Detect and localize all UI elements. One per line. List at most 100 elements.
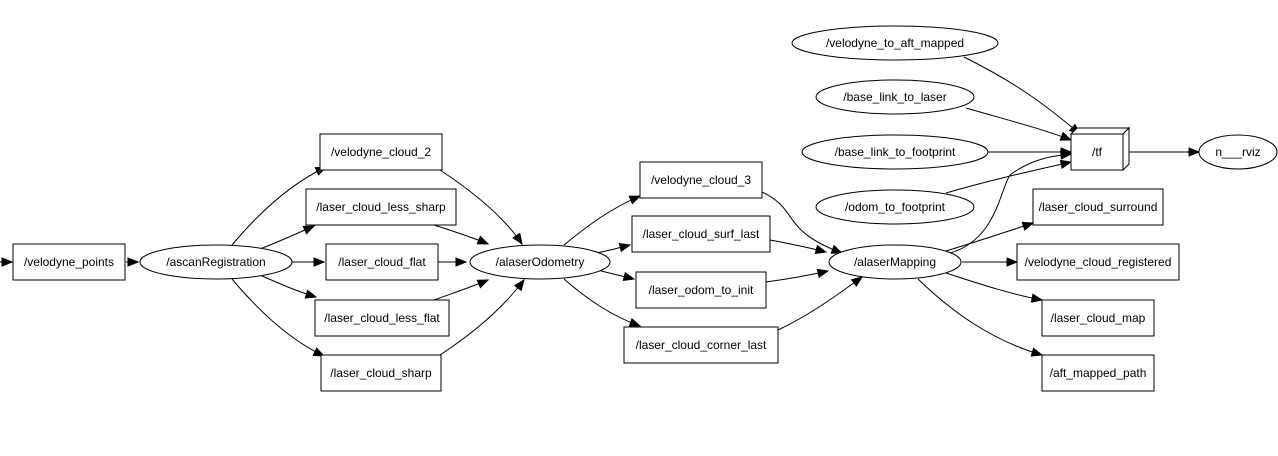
graph-node-laser_cloud_less_flat[interactable]: /laser_cloud_less_flat: [314, 299, 450, 337]
edge-laser_cloud_sharp-to-alaserOdometry: [439, 278, 525, 356]
arrowhead: [628, 195, 642, 205]
edge-laser_cloud_corner_last-to-alaserMapping: [777, 276, 864, 331]
graph-node-base_link_to_footprint[interactable]: /base_link_to_footprint: [801, 134, 989, 170]
graph-node-laser_odom_to_init[interactable]: /laser_odom_to_init: [635, 271, 767, 309]
graph-node-velodyne_cloud_2[interactable]: /velodyne_cloud_2: [319, 133, 443, 171]
edge-velodyne_cloud_2-to-alaserOdometry: [439, 169, 523, 246]
topic-box: [12, 243, 126, 281]
graph-node-laser_cloud_flat[interactable]: /laser_cloud_flat: [325, 243, 439, 281]
node-label: /velodyne_cloud_2: [331, 145, 431, 159]
node-label: /velodyne_cloud_registered: [1025, 255, 1172, 269]
tf-box-top: [1069, 127, 1131, 135]
arrowhead: [302, 225, 316, 235]
node-label: /base_link_to_footprint: [835, 145, 956, 159]
graph-node-laser_cloud_corner_last[interactable]: /laser_cloud_corner_last: [623, 326, 779, 364]
graph-node-tf[interactable]: /tf: [1069, 126, 1131, 172]
node-label: /laser_odom_to_init: [649, 283, 754, 297]
edge-base_link_to_footprint-to-tf: [988, 147, 1073, 157]
graph-node-laser_cloud_surf_last[interactable]: /laser_cloud_surf_last: [631, 215, 771, 253]
edge-laser_cloud_surf_last-to-alaserMapping: [769, 239, 828, 255]
edge-odom_to_footprint-to-tf: [945, 159, 1073, 194]
graph-node-alaserOdometry[interactable]: /alaserOdometry: [469, 244, 611, 280]
topic-box: [631, 215, 771, 253]
edge-line: [563, 278, 641, 327]
topic-box: [639, 161, 763, 199]
arrowhead: [1, 257, 14, 267]
edge-line: [231, 278, 325, 357]
graph-node-laser_cloud_sharp[interactable]: /laser_cloud_sharp: [320, 354, 442, 392]
arrowhead: [512, 232, 523, 246]
edge-alaserMapping-to-aft_mapped_path: [917, 278, 1044, 357]
graph-node-velodyne_cloud_3[interactable]: /velodyne_cloud_3: [639, 161, 763, 199]
topic-box: [319, 133, 443, 171]
topic-box: [1032, 188, 1164, 226]
node-label: /laser_cloud_less_sharp: [316, 200, 446, 214]
arrowhead: [628, 318, 642, 327]
node-label: /base_link_to_laser: [843, 90, 946, 104]
edge-alaserOdometry-to-laser_cloud_surf_last: [595, 242, 632, 254]
edge-line: [917, 278, 1043, 356]
node-ellipse: [1198, 134, 1278, 170]
node-ellipse: [139, 244, 293, 280]
arrowhead: [127, 257, 140, 267]
node-ellipse: [801, 134, 989, 170]
arrowhead: [1030, 347, 1044, 357]
arrowhead: [1030, 293, 1044, 303]
graph-node-velodyne_to_aft_mapped[interactable]: /velodyne_to_aft_mapped: [791, 25, 999, 61]
arrowhead: [304, 289, 318, 299]
arrowhead: [1060, 147, 1073, 157]
edge-ascanRegistration-to-laser_cloud_flat: [292, 257, 326, 267]
graph-node-velodyne_points[interactable]: /velodyne_points: [12, 243, 126, 281]
topic-box: [305, 188, 457, 226]
graph-node-ascanRegistration[interactable]: /ascanRegistration: [139, 244, 293, 280]
topic-box: [1041, 354, 1155, 392]
graph-node-odom_to_footprint[interactable]: /odom_to_footprint: [815, 189, 975, 225]
graph-node-laser_cloud_less_sharp[interactable]: /laser_cloud_less_sharp: [305, 188, 457, 226]
arrowhead: [622, 271, 636, 282]
node-label: /velodyne_cloud_3: [651, 173, 751, 187]
graph-node-aft_mapped_path[interactable]: /aft_mapped_path: [1041, 354, 1155, 392]
edge-base_link_to_laser-to-tf: [965, 107, 1073, 141]
graph-node-alaserMapping[interactable]: /alaserMapping: [828, 244, 962, 280]
edge-ascanRegistration-to-laser_cloud_sharp: [231, 278, 326, 357]
graph-node-velodyne_cloud_registered[interactable]: /velodyne_cloud_registered: [1016, 243, 1180, 281]
topic-box: [325, 243, 439, 281]
edge-line: [231, 166, 327, 246]
edge-line: [963, 56, 1081, 135]
edge-velodyne_to_aft_mapped-to-tf: [963, 56, 1082, 135]
topic-box: [314, 299, 450, 337]
graph-node-laser_cloud_surround[interactable]: /laser_cloud_surround: [1032, 188, 1164, 226]
topic-box: [1016, 243, 1180, 281]
edge-line: [761, 191, 843, 254]
arrowhead: [1006, 257, 1019, 267]
node-ellipse: [828, 244, 962, 280]
node-label: /laser_cloud_surround: [1039, 200, 1158, 214]
arrowhead: [1059, 159, 1073, 169]
arrowhead: [513, 278, 525, 292]
node-label: /aft_mapped_path: [1050, 366, 1147, 380]
edge-ascanRegistration-to-laser_cloud_less_sharp: [259, 225, 316, 250]
graph-node-base_link_to_laser[interactable]: /base_link_to_laser: [815, 79, 975, 115]
node-label: /velodyne_points: [24, 255, 114, 269]
arrowhead: [816, 268, 830, 278]
graph-node-laser_cloud_map[interactable]: /laser_cloud_map: [1041, 299, 1155, 337]
edge-ascanRegistration-to-laser_cloud_less_flat: [259, 274, 318, 299]
edge-source-to-velodyne_points: [0, 257, 14, 267]
node-label: /laser_cloud_sharp: [330, 366, 432, 380]
node-label: /laser_cloud_surf_last: [643, 227, 760, 241]
edge-alaserOdometry-to-laser_cloud_corner_last: [563, 278, 642, 327]
edge-laser_cloud_less_sharp-to-alaserOdometry: [433, 224, 490, 245]
node-label: /alaserMapping: [854, 255, 936, 269]
arrowhead: [814, 244, 828, 255]
edge-alaserOdometry-to-velodyne_cloud_3: [563, 195, 642, 246]
edge-line: [949, 153, 1072, 254]
node-ellipse: [815, 189, 975, 225]
arrowhead: [476, 279, 490, 289]
edge-laser_cloud_less_flat-to-alaserOdometry: [433, 279, 490, 301]
arrowhead: [1188, 147, 1201, 157]
graph-node-rviz[interactable]: n___rviz: [1198, 134, 1278, 170]
edge-velodyne_points-to-ascanRegistration: [126, 257, 140, 267]
arrowhead: [618, 242, 632, 253]
edge-alaserMapping-to-velodyne_cloud_registered: [962, 257, 1019, 267]
